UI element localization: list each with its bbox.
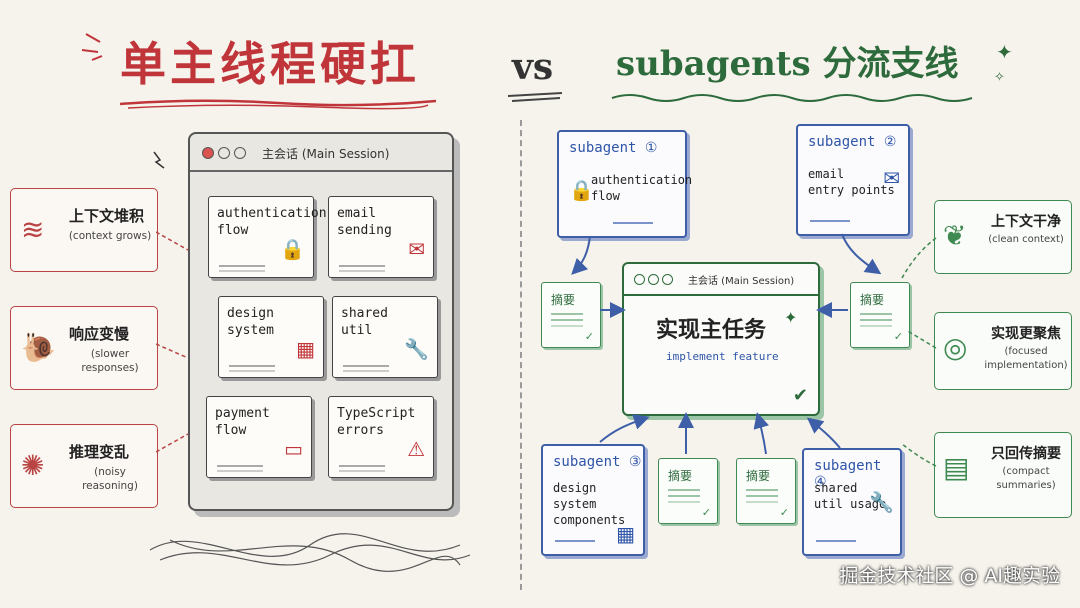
check-icon: ✓	[779, 506, 789, 519]
task-card: email sending ✉	[328, 196, 434, 278]
leaf-icon: ❦	[943, 219, 967, 252]
wrench-icon: 🔧	[404, 337, 429, 361]
vs-underline	[507, 92, 563, 102]
task-card: authentication flow 🔒	[208, 196, 327, 278]
stack-icon: ≋	[21, 213, 45, 246]
sparkle-icon: ✦	[996, 40, 1013, 64]
window-titlebar: 主会话 (Main Session)	[624, 264, 818, 296]
problem-card-slow: 🐌 响应变慢 (slower responses)	[10, 306, 158, 390]
window-close-dot	[202, 147, 214, 159]
summary-card: 摘要 ✓	[736, 458, 796, 524]
check-icon: ✓	[584, 330, 594, 343]
vertical-divider	[520, 120, 522, 590]
mail-icon: ✉	[883, 166, 900, 190]
vs-label: vs	[512, 46, 554, 88]
task-card: payment flow ▭	[206, 396, 312, 478]
subagent-card-2: subagent ② email entry points ✉	[796, 124, 910, 236]
scribble-shadow	[149, 533, 471, 572]
summary-card: 摘要 ✓	[541, 282, 601, 348]
grid-icon: ▦	[296, 337, 315, 361]
subagent-card-1: subagent ① 🔒 authentication flow	[557, 130, 692, 238]
problem-connectors	[156, 231, 189, 453]
document-icon: ▤	[943, 451, 970, 484]
benefit-card-summaries: ▤ 只回传摘要 (compact summaries)	[934, 432, 1072, 518]
main-session-window-left: 主会话 (Main Session) authentication flow 🔒…	[188, 132, 454, 511]
benefit-card-clean: ❦ 上下文干净 (clean context)	[934, 200, 1072, 274]
main-task-title: 实现主任务	[656, 318, 767, 343]
benefit-connectors	[901, 237, 937, 467]
snail-icon: 🐌	[21, 331, 56, 364]
benefit-card-focused: ◎ 实现更聚焦 (focused implementation)	[934, 312, 1072, 390]
window-title: 主会话 (Main Session)	[262, 147, 390, 161]
window-min-dot	[218, 147, 230, 159]
main-task-subtitle: implement feature	[666, 350, 779, 363]
right-title-underline	[611, 94, 973, 102]
check-icon: ✓	[893, 330, 903, 343]
task-card: TypeScript errors ⚠	[328, 396, 434, 478]
warning-icon: ⚠	[407, 437, 425, 461]
sparkle-small-icon: ✧	[994, 70, 1005, 85]
target-icon: ◎	[943, 331, 968, 364]
grid-icon: ▦	[616, 522, 635, 546]
left-title-underline	[119, 99, 437, 110]
right-title: subagents 分流支线	[616, 44, 959, 84]
wrench-icon: 🔧	[869, 490, 894, 514]
window-title: 主会话 (Main Session)	[688, 276, 795, 287]
subagent-card-4: subagent ④ shared util usage 🔧	[802, 448, 902, 556]
task-card: design system ▦	[218, 296, 324, 378]
summary-card: 摘要 ✓	[850, 282, 910, 348]
lock-icon: 🔒	[280, 237, 305, 261]
watermark: 掘金技术社区 @ AI趣实验	[839, 565, 1060, 587]
window-max-dot	[234, 147, 246, 159]
sparkle-icon: ✦	[784, 308, 798, 327]
window-min-dot	[648, 274, 659, 285]
problem-card-context: ≋ 上下文堆积 (context grows)	[10, 188, 158, 272]
card-icon: ▭	[284, 437, 303, 461]
left-title: 单主线程硬扛	[120, 37, 420, 91]
task-card: shared util 🔧	[332, 296, 438, 378]
check-icon: ✓	[701, 506, 711, 519]
left-title-sparks	[81, 33, 103, 61]
mail-icon: ✉	[408, 237, 425, 261]
window-titlebar: 主会话 (Main Session)	[190, 134, 452, 172]
window-max-dot	[662, 274, 673, 285]
problem-card-noisy: ✺ 推理变乱 (noisy reasoning)	[10, 424, 158, 508]
tangle-icon: ✺	[21, 449, 45, 482]
window-close-dot	[634, 274, 645, 285]
summary-card: 摘要 ✓	[658, 458, 718, 524]
lock-icon: 🔒	[569, 178, 594, 202]
check-circle-icon: ✔	[792, 385, 808, 406]
flow-arrows	[571, 233, 882, 455]
tension-mark	[153, 151, 165, 169]
main-session-window-right: 主会话 (Main Session) 实现主任务 implement featu…	[622, 262, 820, 416]
subagent-card-3: subagent ③ design system components ▦	[541, 444, 645, 556]
